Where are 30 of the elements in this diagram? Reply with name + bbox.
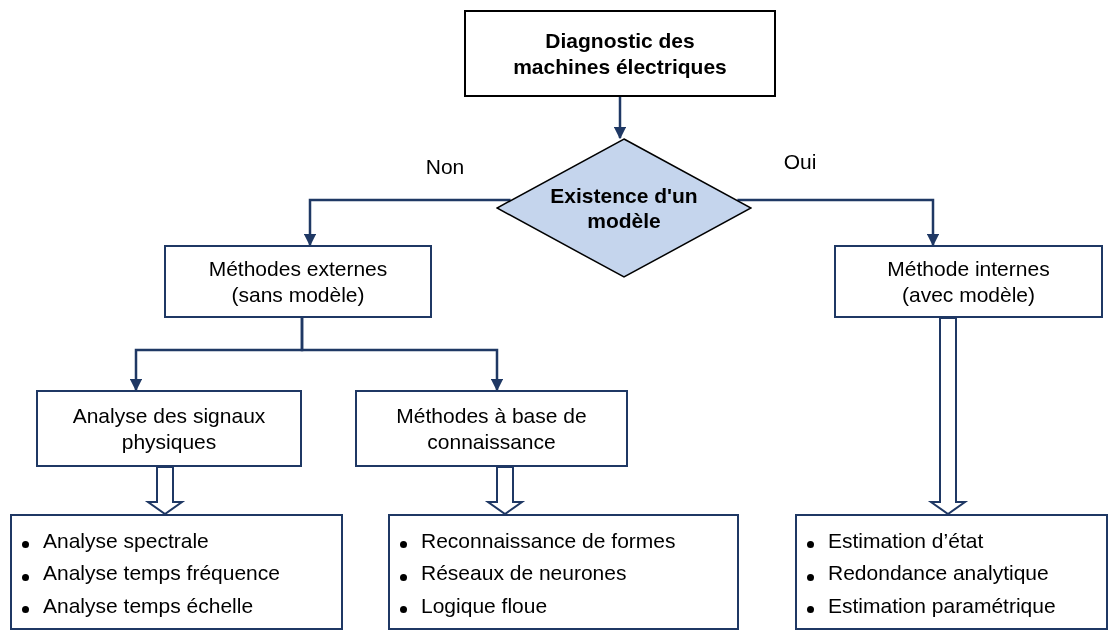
arrow <box>613 97 627 140</box>
list-item: Analyse temps échelle <box>43 593 254 619</box>
node-label: Méthodes à base de connaissance <box>395 403 588 454</box>
node-label: Existence d'un modèle <box>549 182 699 234</box>
arrow <box>303 198 511 247</box>
block-arrow <box>144 466 186 516</box>
list-item: Analyse spectrale <box>43 527 209 553</box>
arrow <box>737 198 940 247</box>
list-item: Estimation paramétrique <box>828 593 1056 619</box>
node-label: Méthode internes (avec modèle) <box>886 256 1051 307</box>
arrow <box>300 318 504 392</box>
list-item: Estimation d’état <box>828 527 984 553</box>
list-box <box>388 514 739 630</box>
list-item: Reconnaissance de formes <box>421 527 676 553</box>
block-arrow <box>927 317 969 516</box>
block-arrow <box>484 466 526 516</box>
node-label: Méthodes externes (sans modèle) <box>207 256 389 307</box>
node-label: Analyse des signaux physiques <box>71 403 267 454</box>
list-item: Redondance analytique <box>828 560 1049 586</box>
list-box <box>10 514 343 630</box>
list-item: Réseaux de neurones <box>421 560 627 586</box>
process-box <box>36 390 302 467</box>
list-item: Analyse temps fréquence <box>43 560 280 586</box>
list-box <box>795 514 1108 630</box>
process-box <box>355 390 628 467</box>
process-box <box>164 245 432 318</box>
list-item: Logique floue <box>421 593 548 619</box>
title-box <box>464 10 776 97</box>
process-box <box>834 245 1103 318</box>
node-label: Diagnostic des machines électriques <box>512 28 728 79</box>
